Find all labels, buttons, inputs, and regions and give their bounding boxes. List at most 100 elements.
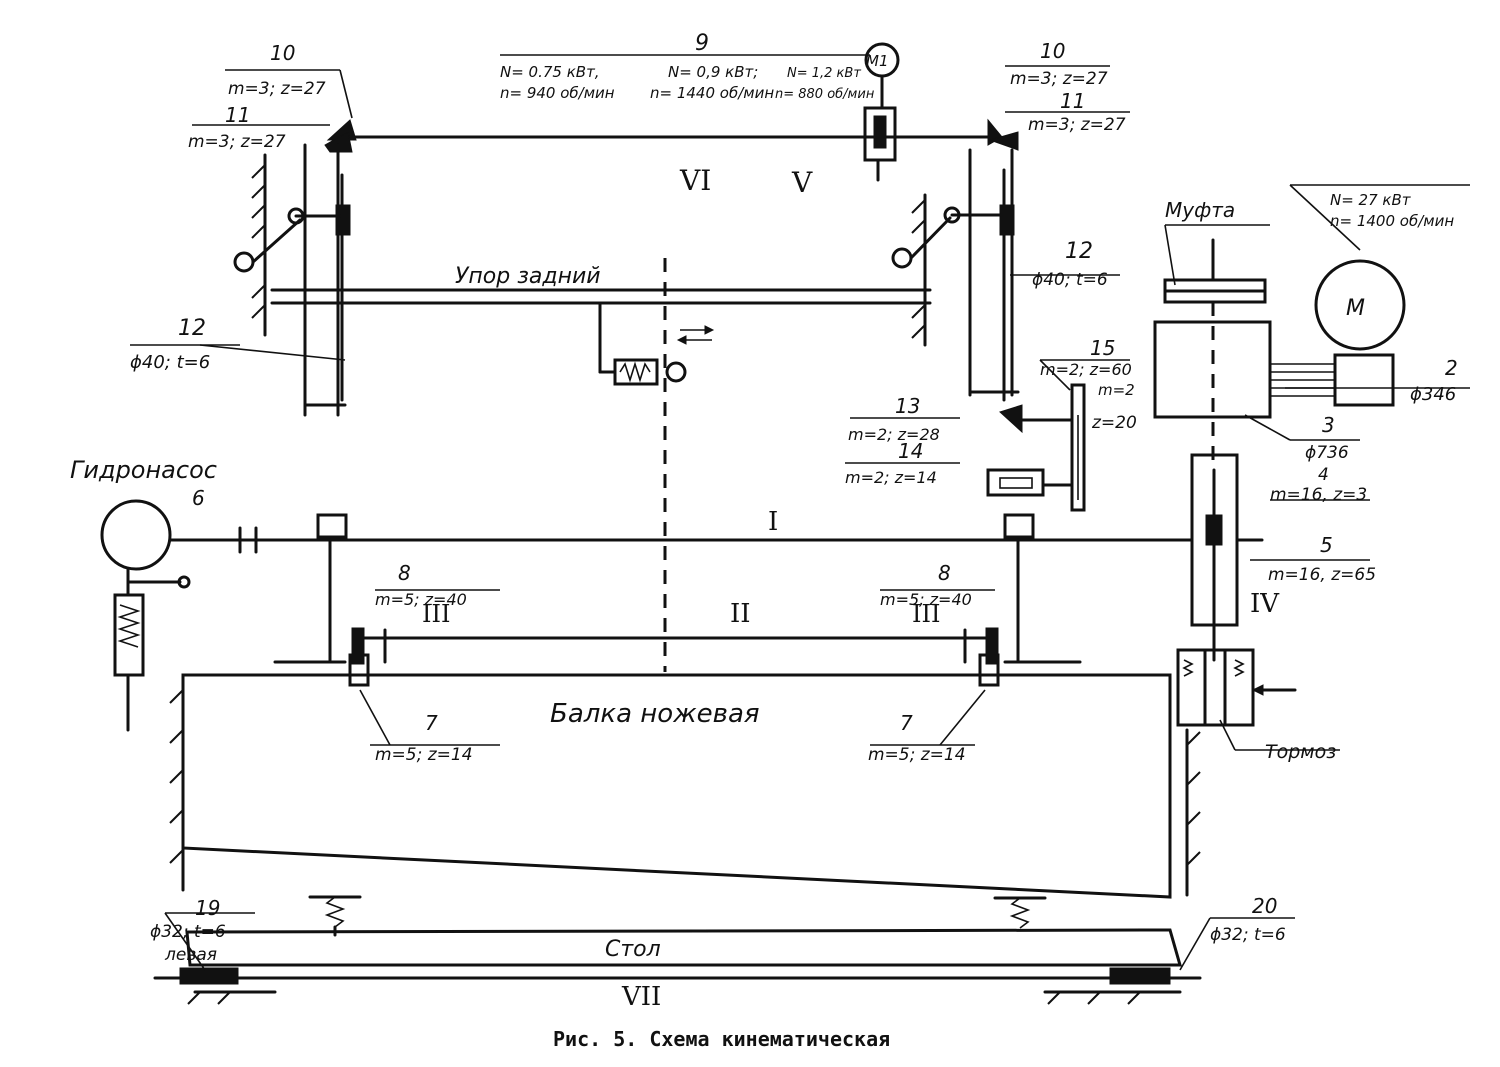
main-motor-circle <box>1314 259 1406 351</box>
label-part-8-left: 7 <box>425 711 438 735</box>
label-m1-spec-0: N= 0.75 кВт, <box>500 63 600 81</box>
label-spec-7-right: m=5; z=40 <box>880 590 972 609</box>
label-part-15: 15 <box>1090 336 1115 360</box>
hydropump-6 <box>100 499 172 571</box>
label-m1-spec-3: n= 1440 об/мин <box>650 84 774 102</box>
label-part-6: 6 <box>192 486 205 510</box>
label-table: Стол <box>605 937 661 962</box>
label-part-7-right: 8 <box>938 561 951 585</box>
shaft-i-assembly <box>100 499 1264 732</box>
main-drive <box>1153 238 1406 662</box>
label-shaft-vi: VI <box>679 164 711 197</box>
label-shaft-i: I <box>768 507 778 537</box>
label-part-13: 13 <box>895 394 920 418</box>
label-part-12-right: 12 <box>1065 239 1093 264</box>
label-main-motor: M <box>1346 296 1365 321</box>
figure-caption: Рис. 5. Схема кинематическая <box>553 1027 890 1051</box>
label-shaft-v: V <box>791 166 813 199</box>
motor-pulley-2 <box>1333 353 1395 407</box>
label-spec-12-left: ϕ40; t=6 <box>130 352 210 373</box>
label-spec-14: m=2; z=14 <box>845 468 937 487</box>
label-part-8-right: 7 <box>900 711 913 735</box>
label-spec-10-left: m=3; z=27 <box>228 79 326 99</box>
bevel-gear-11-left <box>324 131 353 153</box>
label-part-5: 5 <box>1320 533 1333 557</box>
label-spec-13: m=2; z=28 <box>848 425 940 444</box>
return-springs <box>308 895 1047 937</box>
label-spec-19-left: левая <box>164 945 217 965</box>
label-part-7-left: 8 <box>398 561 411 585</box>
knife-beam <box>169 673 1201 899</box>
label-part-2: 2 <box>1445 356 1458 380</box>
label-spec-3: ϕ736 <box>1305 443 1349 463</box>
label-part-12-left: 12 <box>178 316 206 341</box>
table <box>153 928 1202 1005</box>
label-part-20: 20 <box>1252 894 1277 918</box>
label-spec-7-left: m=5; z=40 <box>375 590 467 609</box>
label-spec-10-right: m=3; z=27 <box>1010 69 1108 89</box>
label-m1-spec-2: N= 0,9 кВт; <box>668 63 758 81</box>
label-part-11-left: 11 <box>225 103 250 127</box>
gear-7-left <box>351 627 365 665</box>
bevel-gear-11-right <box>988 131 1019 151</box>
counter-box <box>986 468 1045 497</box>
back-stop-rail <box>270 258 932 672</box>
label-shaft-vii: VII <box>621 982 661 1012</box>
label-back-stop: Упор задний <box>455 264 601 289</box>
gear-7-right <box>985 627 999 665</box>
label-spec-15: m=2; z=60 <box>1040 360 1132 379</box>
label-m1-spec-5: n= 880 об/мин <box>775 87 875 102</box>
label-m1-spec-1: n= 940 об/мин <box>500 84 615 102</box>
label-part-11-right: 11 <box>1060 89 1085 113</box>
label-spec-2: ϕ346 <box>1410 384 1456 405</box>
spring-damper <box>613 358 659 386</box>
label-part-3: 3 <box>1322 413 1335 437</box>
label-spec-12-right: ϕ40; t=6 <box>1032 270 1108 290</box>
label-part-19: 19 <box>195 896 220 920</box>
gear-8-right <box>978 653 1000 687</box>
label-spec-5: m=16, z=65 <box>1268 565 1376 585</box>
label-motor-m1: M1 <box>866 52 889 70</box>
brake-assembly <box>1176 648 1297 727</box>
label-spec-16: z=20 <box>1091 413 1137 433</box>
label-part-10-left: 10 <box>270 41 295 65</box>
label-shaft-iv: IV <box>1250 589 1280 619</box>
label-spec-11-left: m=3; z=27 <box>188 132 286 152</box>
flywheel-pulley-3 <box>1153 320 1272 419</box>
shaft-ii-assembly <box>273 627 1082 687</box>
label-knife-beam: Балка ножевая <box>550 699 760 729</box>
label-coupling: Муфта <box>1165 198 1235 222</box>
leader-lines <box>130 54 1470 971</box>
label-shaft-iii-right: III <box>912 600 940 628</box>
shaft-vi-assembly <box>324 42 1019 182</box>
label-main-motor-speed: n= 1400 об/мин <box>1330 212 1454 230</box>
screw-19 <box>179 967 239 985</box>
worm-gear-v-housing <box>863 106 897 162</box>
right-screw-12-assembly <box>891 148 1020 402</box>
label-shaft-iii-left: III <box>422 600 450 628</box>
label-spec-8-left: m=5; z=14 <box>375 745 473 765</box>
label-part-10-right: 10 <box>1040 39 1065 63</box>
label-part-4: 4 <box>1318 465 1329 485</box>
pivot-right <box>891 247 913 269</box>
label-part-16: m=2 <box>1098 381 1135 399</box>
label-hydropump: Гидронасос <box>70 456 217 484</box>
label-part-14: 14 <box>898 439 923 463</box>
pivot-left <box>233 251 255 273</box>
gear-15 <box>1070 383 1086 512</box>
feed-gear-train <box>986 383 1086 512</box>
label-spec-11-right: m=3; z=27 <box>1028 115 1126 135</box>
label-brake: Тормоз <box>1265 741 1336 763</box>
labels: 10 m=3; z=27 11 m=3; z=27 9 N= 0.75 кВт,… <box>70 31 1458 1051</box>
label-part-9: 9 <box>695 31 709 56</box>
label-spec-20: ϕ32; t=6 <box>1210 925 1286 945</box>
label-spec-4: m=16, z=3 <box>1270 485 1367 505</box>
screw-20 <box>1109 967 1171 985</box>
left-screw-12-assembly <box>233 143 351 417</box>
label-spec-19: ϕ32; t=6 <box>150 922 226 942</box>
gear-8-left <box>348 653 370 687</box>
label-m1-spec-4: N= 1,2 кВт <box>787 66 861 81</box>
label-shaft-ii: II <box>730 599 751 629</box>
